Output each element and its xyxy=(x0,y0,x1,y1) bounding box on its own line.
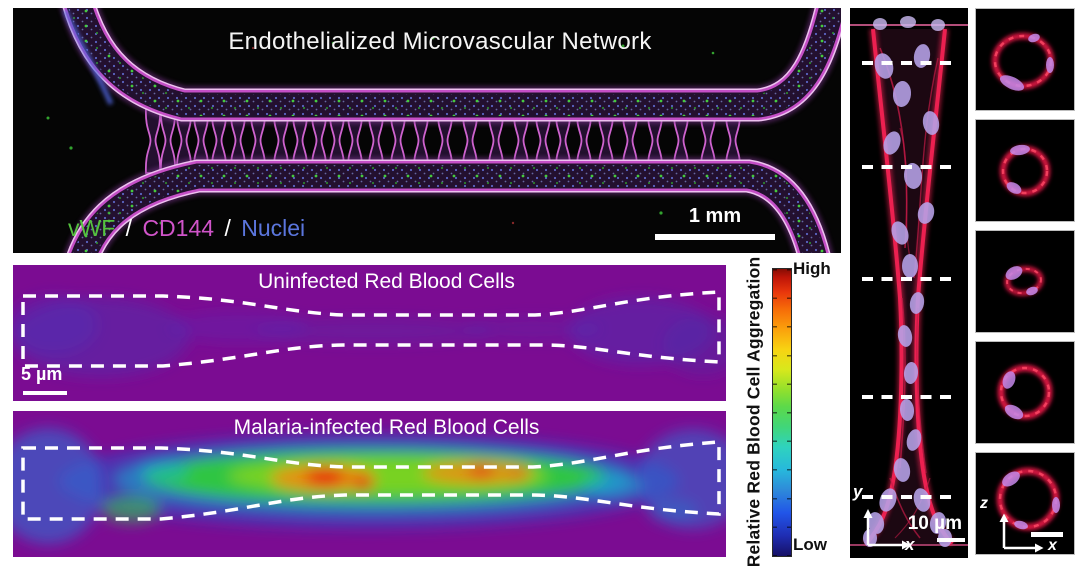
malaria-aggregation-blobs xyxy=(13,428,726,544)
cross-section-image xyxy=(976,9,1074,110)
bottom-vessel xyxy=(64,157,833,253)
legend-cd144: CD144 xyxy=(142,215,215,241)
legend-vwf: vWF xyxy=(68,215,116,241)
network-legend: vWF / CD144 / Nuclei xyxy=(68,215,305,242)
cross-section-image xyxy=(976,453,1074,554)
network-scalebar xyxy=(655,234,775,240)
side-view-micrograph xyxy=(850,8,968,558)
colorbar-low-label: Low xyxy=(793,535,827,554)
cross-section-image xyxy=(976,120,1074,221)
top-vessel xyxy=(60,8,841,124)
cross-scalebar xyxy=(1031,532,1063,537)
network-scalebar-label: 1 mm xyxy=(688,205,742,227)
network-title: Endothelialized Microvascular Network xyxy=(228,28,652,55)
cross-section-image xyxy=(976,342,1074,443)
blue-vessel xyxy=(62,8,114,106)
channel-outline-dashed xyxy=(21,290,721,368)
colorbar-ticks-left xyxy=(773,269,777,556)
cross-x-axis-label: x xyxy=(1048,537,1057,554)
legend-separator: / xyxy=(125,215,133,241)
side-axes xyxy=(863,509,911,550)
vwf-speckles xyxy=(46,36,715,232)
colorbar-high-label: High xyxy=(793,259,831,278)
uninfected-title: Uninfected Red Blood Cells xyxy=(258,270,515,293)
cross-z-axis-label: z xyxy=(980,495,988,512)
uninfected-panel: Uninfected Red Blood Cells 5 µm xyxy=(13,265,726,401)
cross-axes xyxy=(999,513,1044,553)
nuclei-top-band xyxy=(873,16,945,31)
section-dashed-lines xyxy=(862,61,956,499)
malaria-heatmap xyxy=(13,411,726,557)
uninfected-heatmap xyxy=(13,265,726,401)
cross-section-panel-1 xyxy=(975,8,1075,111)
cross-section-panel-3 xyxy=(975,230,1075,333)
cross-section-panel-5: z x xyxy=(975,452,1075,555)
channel-outline-dashed xyxy=(21,440,721,521)
colorbar-gradient xyxy=(772,268,792,557)
cross-section-panel-2 xyxy=(975,119,1075,222)
side-view-panel: y x 10 µm xyxy=(850,8,968,558)
legend-separator: / xyxy=(224,215,231,241)
malaria-panel: Malaria-infected Red Blood Cells xyxy=(13,411,726,557)
side-scalebar-label: 10 µm xyxy=(907,513,962,534)
cross-section-panel-4 xyxy=(975,341,1075,444)
side-x-axis-label: x xyxy=(905,535,915,554)
network-panel: Endothelialized Microvascular Network vW… xyxy=(13,8,841,253)
filaments xyxy=(879,47,939,539)
red-speckles xyxy=(251,46,515,225)
colorbar-axis-label: Relative Red Blood Cell Aggregation xyxy=(743,256,764,566)
legend-nuclei: Nuclei xyxy=(241,215,306,241)
uninfected-scalebar-label: 5 µm xyxy=(21,364,63,384)
colorbar-ticks-right xyxy=(787,269,791,556)
uninfected-scalebar xyxy=(23,391,67,395)
network-micrograph xyxy=(13,8,841,253)
side-y-axis-label: y xyxy=(853,482,863,501)
cross-section-image xyxy=(976,231,1074,332)
malaria-title: Malaria-infected Red Blood Cells xyxy=(233,416,540,439)
side-scalebar xyxy=(937,538,965,542)
nuclei xyxy=(863,44,952,547)
